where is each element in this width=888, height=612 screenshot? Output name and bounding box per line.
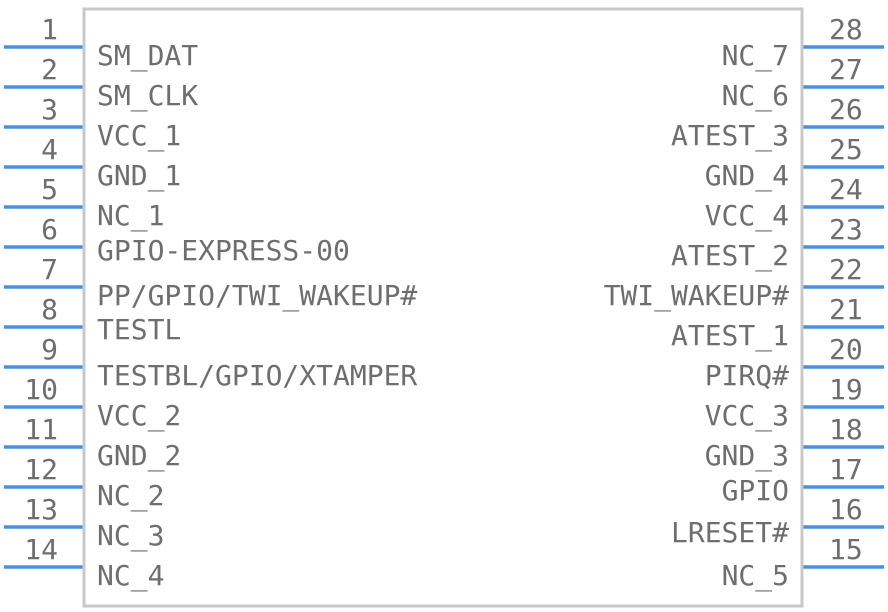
right-pin-lines bbox=[802, 45, 884, 569]
left-pin-label: TESTBL/GPIO/XTAMPER bbox=[97, 359, 417, 392]
left-pin-number: 2 bbox=[41, 53, 58, 86]
left-pin-label: PP/GPIO/TWI_WAKEUP# bbox=[97, 279, 417, 313]
left-pin-number: 1 bbox=[41, 13, 58, 46]
right-pin-number: 19 bbox=[829, 373, 863, 406]
left-pin-label: GND_2 bbox=[97, 439, 181, 473]
right-pin-label: GND_4 bbox=[705, 159, 789, 193]
left-pin-number: 3 bbox=[41, 93, 58, 126]
left-pin-label: NC_2 bbox=[97, 479, 164, 513]
right-pin-label: PIRQ# bbox=[705, 359, 789, 392]
right-pin-numbers: 28 27 26 25 24 23 22 21 20 19 18 17 16 15 bbox=[829, 13, 863, 566]
right-pin-label: VCC_3 bbox=[705, 399, 789, 433]
left-pin-number: 12 bbox=[24, 453, 58, 486]
left-pin-number: 13 bbox=[24, 493, 58, 526]
left-pin-label: VCC_1 bbox=[97, 119, 181, 153]
left-pin-number: 10 bbox=[24, 373, 58, 406]
right-pin-label: GND_3 bbox=[705, 439, 789, 473]
left-pin-number: 9 bbox=[41, 333, 58, 366]
left-pin-lines bbox=[4, 45, 84, 569]
right-pin-label: TWI_WAKEUP# bbox=[604, 279, 790, 313]
left-pin-label: VCC_2 bbox=[97, 399, 181, 433]
right-pin-label: ATEST_3 bbox=[671, 119, 789, 153]
left-pin-label: NC_3 bbox=[97, 519, 164, 553]
left-pin-label: TESTL bbox=[97, 313, 181, 346]
left-pin-label: NC_4 bbox=[97, 559, 164, 593]
left-pin-number: 11 bbox=[24, 413, 58, 446]
left-pin-number: 7 bbox=[41, 253, 58, 286]
right-pin-label: VCC_4 bbox=[705, 199, 789, 233]
left-pin-label: SM_DAT bbox=[97, 39, 198, 73]
right-pin-label: NC_7 bbox=[722, 39, 789, 73]
right-pin-number: 23 bbox=[829, 213, 863, 246]
right-pin-number: 25 bbox=[829, 133, 863, 166]
right-pin-label: ATEST_2 bbox=[671, 239, 789, 273]
left-pin-number: 8 bbox=[41, 293, 58, 326]
right-pin-label: ATEST_1 bbox=[671, 319, 789, 353]
left-pin-number: 14 bbox=[24, 533, 58, 566]
right-pin-number: 24 bbox=[829, 173, 863, 206]
left-pin-label: SM_CLK bbox=[97, 79, 198, 113]
right-pin-number: 17 bbox=[829, 453, 863, 486]
right-pin-number: 28 bbox=[829, 13, 863, 46]
right-pin-number: 26 bbox=[829, 93, 863, 126]
left-pin-label: GPIO-EXPRESS-00 bbox=[97, 234, 350, 267]
right-pin-number: 21 bbox=[829, 293, 863, 326]
right-pin-number: 20 bbox=[829, 333, 863, 366]
right-pin-label: NC_5 bbox=[722, 559, 789, 593]
right-pin-number: 27 bbox=[829, 53, 863, 86]
right-pin-number: 18 bbox=[829, 413, 863, 446]
right-pin-labels: NC_7NC_6ATEST_3GND_4VCC_4ATEST_2TWI_WAKE… bbox=[604, 39, 790, 593]
left-pin-number: 5 bbox=[41, 173, 58, 206]
left-pin-label: NC_1 bbox=[97, 199, 164, 233]
right-pin-label: GPIO bbox=[722, 474, 789, 507]
left-pin-label: GND_1 bbox=[97, 159, 181, 193]
left-pin-labels: SM_DAT SM_CLK VCC_1GND_1NC_1GPIO-EXPRESS-0… bbox=[97, 39, 417, 593]
chip-body bbox=[82, 7, 804, 608]
left-pin-number: 6 bbox=[41, 213, 58, 246]
right-pin-number: 15 bbox=[829, 533, 863, 566]
right-pin-number: 16 bbox=[829, 493, 863, 526]
right-pin-label: NC_6 bbox=[722, 79, 789, 113]
right-pin-label: LRESET# bbox=[671, 516, 789, 549]
left-pin-number: 4 bbox=[41, 133, 58, 166]
right-pin-number: 22 bbox=[829, 253, 863, 286]
